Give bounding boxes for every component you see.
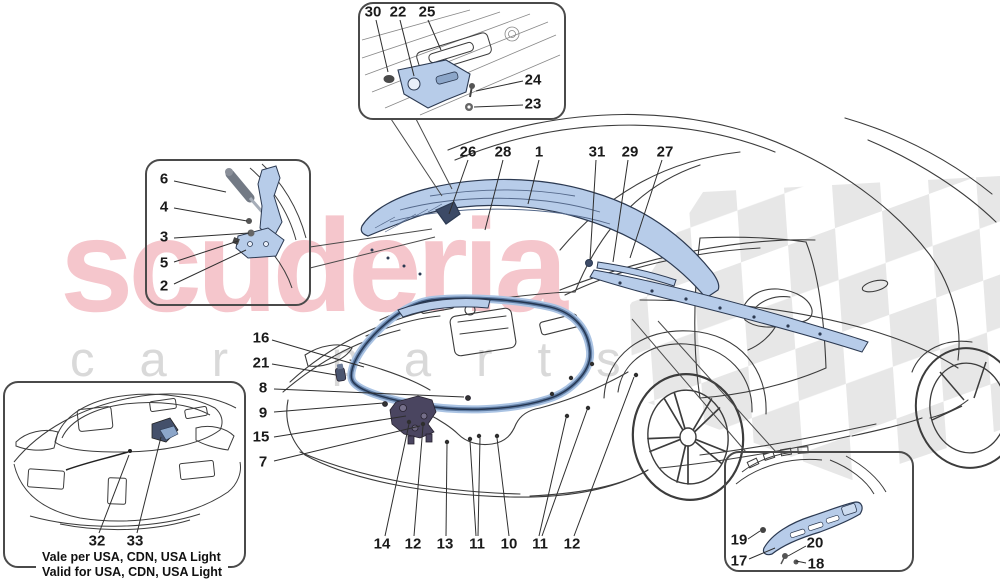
callout-21: 21 (252, 354, 270, 372)
buffer-part (335, 363, 347, 382)
callout-16: 16 (252, 329, 270, 347)
callout-31: 31 (588, 143, 606, 161)
callout-19: 19 (730, 531, 748, 549)
callout-18: 18 (807, 555, 825, 573)
callout-30: 30 (364, 3, 382, 21)
callout-27: 27 (656, 143, 674, 161)
callout-2: 2 (159, 277, 169, 295)
callout-14: 14 (373, 535, 391, 553)
callout-12: 12 (404, 535, 422, 553)
inset-front-view-content (13, 393, 241, 531)
callout-11: 11 (532, 535, 548, 553)
lid-strip-28 (397, 298, 491, 318)
fastener-dots (406, 361, 639, 445)
front-lid (360, 178, 720, 299)
usa-note: Vale per USA, CDN, USA Light Valid for U… (36, 549, 229, 581)
callout-8: 8 (258, 379, 268, 397)
callout-15: 15 (252, 428, 270, 446)
usa-note-line2: Valid for USA, CDN, USA Light (42, 564, 223, 579)
callout-13: 13 (436, 535, 454, 553)
usa-note-line1: Vale per USA, CDN, USA Light (42, 550, 221, 564)
hood-latch (382, 395, 471, 445)
trunk-seal (347, 294, 595, 414)
callout-3: 3 (159, 228, 169, 246)
callout-12: 12 (563, 535, 581, 553)
callout-9: 9 (258, 404, 268, 422)
front-wheel (631, 373, 745, 501)
callout-1: 1 (534, 143, 544, 161)
callout-7: 7 (258, 453, 268, 471)
callout-26: 26 (459, 143, 477, 161)
callout-11: 11 (469, 535, 485, 553)
inset-top-content (361, 9, 561, 116)
callout-32: 32 (88, 532, 106, 550)
inset-hinge-content (225, 163, 307, 289)
callout-23: 23 (524, 95, 542, 113)
callout-33: 33 (126, 532, 144, 550)
car-body-art (282, 113, 997, 498)
callout-28: 28 (494, 143, 512, 161)
callout-25: 25 (418, 3, 436, 21)
callout-4: 4 (159, 198, 169, 216)
watermark-title: scuderia (60, 192, 568, 339)
inset-boxes (3, 2, 914, 572)
callout-22: 22 (389, 3, 407, 21)
rear-wheel (914, 347, 1000, 469)
callout-10: 10 (500, 535, 518, 553)
callout-6: 6 (159, 170, 169, 188)
callout-5: 5 (159, 254, 169, 272)
callout-29: 29 (621, 143, 639, 161)
cowl-trim-strips (585, 259, 869, 353)
callout-24: 24 (524, 71, 542, 89)
callout-20: 20 (806, 534, 824, 552)
leader-lines (98, 19, 807, 564)
callout-17: 17 (730, 552, 748, 570)
inset-pointer-tails (309, 118, 777, 453)
